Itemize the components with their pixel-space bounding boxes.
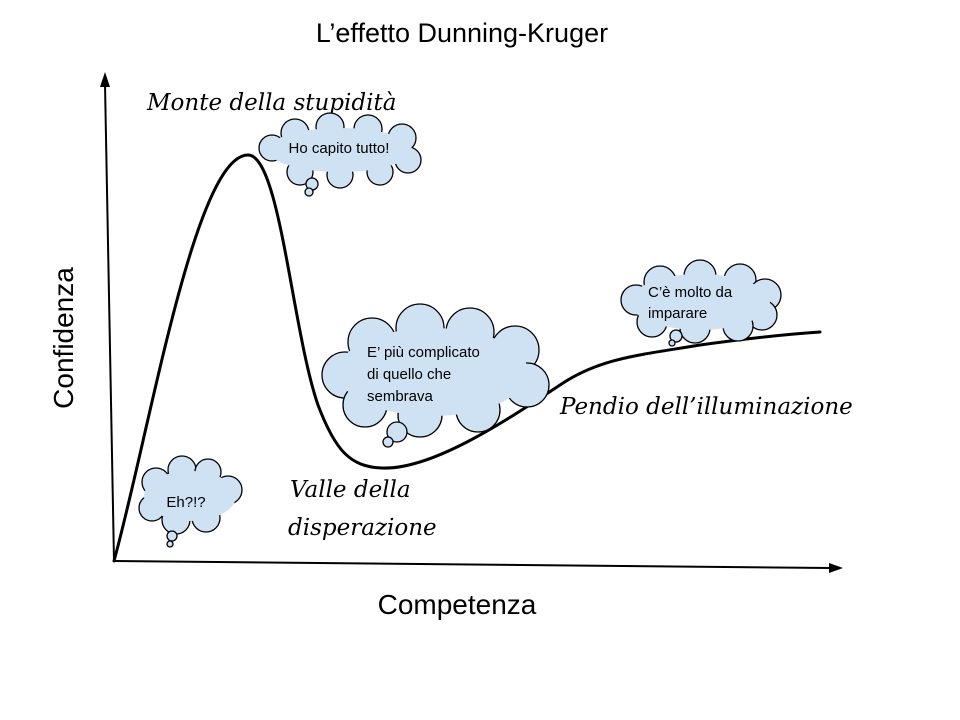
thought-bubble-start: Eh?!?	[138, 455, 243, 548]
y-axis-arrowhead	[100, 72, 110, 87]
thought-bubble-valley-tail-large	[386, 421, 408, 443]
thought-bubble-valley: E’ più complicato di quello che sembrava	[321, 303, 550, 448]
thought-bubble-peak-cloud	[258, 112, 422, 189]
thought-bubble-slope-text-line2: imparare	[648, 305, 707, 322]
y-axis-label: Confidenza	[48, 267, 79, 409]
valley-label-line2: disperazione	[288, 515, 437, 541]
valley-label-line1: Valle della	[290, 477, 411, 503]
y-axis-line	[104, 83, 115, 562]
thought-bubble-valley-text-line3: sembrava	[367, 388, 434, 405]
thought-bubble-slope: C’è molto da imparare	[620, 259, 782, 347]
thought-bubble-slope-text-line1: C’è molto da	[648, 284, 733, 301]
peak-label: Monte della stupidità	[146, 90, 396, 116]
thought-bubble-valley-cloud	[321, 303, 550, 438]
thought-bubble-slope-tail-large	[669, 329, 683, 343]
axes	[100, 72, 843, 573]
thought-bubble-slope-tail-small	[668, 339, 676, 347]
thought-bubble-start-tail-large	[166, 530, 178, 542]
thought-bubble-peak-text: Ho capito tutto!	[289, 140, 390, 157]
x-axis-arrowhead	[829, 563, 843, 573]
thought-bubble-start-text: Eh?!?	[166, 494, 205, 511]
diagram-title: L’effetto Dunning-Kruger	[316, 18, 608, 48]
thought-bubble-valley-text-line2: di quello che	[367, 366, 451, 383]
thought-bubble-start-tail-small	[166, 540, 174, 548]
slope-label: Pendio dell’illuminazione	[559, 394, 853, 420]
thought-bubble-peak-tail-small	[304, 187, 314, 197]
x-axis-line	[113, 560, 831, 569]
x-axis-label: Competenza	[378, 589, 537, 620]
thought-bubble-valley-tail-small	[382, 436, 394, 448]
thought-bubble-slope-cloud	[620, 259, 782, 344]
dunning-kruger-curve	[112, 153, 822, 563]
thought-bubble-valley-text-line1: E’ più complicato	[367, 344, 480, 361]
thought-bubble-peak: Ho capito tutto!	[258, 112, 422, 197]
